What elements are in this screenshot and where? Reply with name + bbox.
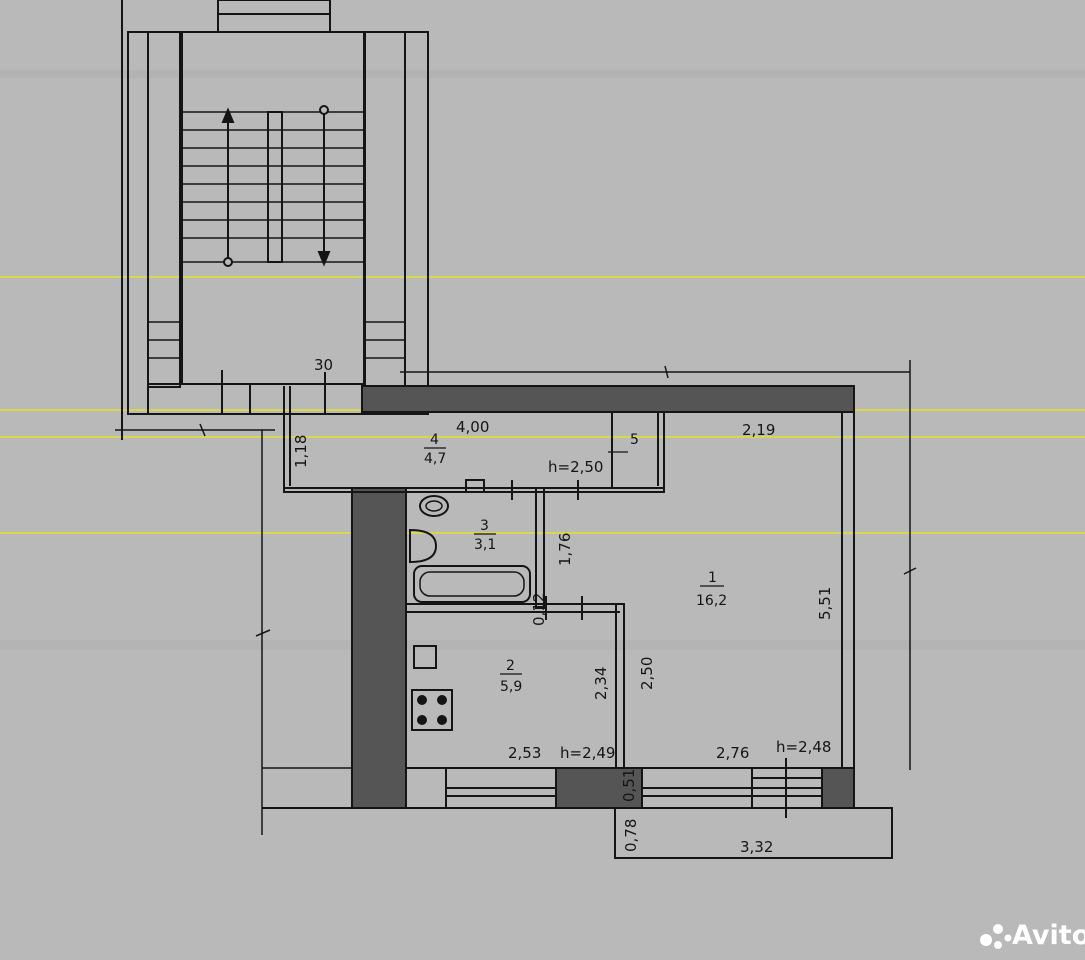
bathroom-fixtures [409, 479, 531, 603]
kitchen-fixtures [411, 645, 453, 731]
dim-hall-length: 4,00 [456, 418, 489, 436]
scan-guide-lines [0, 276, 1085, 534]
room-1-number: 1 [708, 570, 717, 586]
dim-kitchen-width: 2,53 [508, 744, 541, 762]
room-4-area: 4,7 [424, 451, 446, 467]
stair-label: 30 [314, 356, 333, 374]
dim-kitchen-depth: 2,50 [638, 657, 656, 690]
exterior-walls [351, 385, 855, 809]
stairwell [121, 0, 429, 440]
dim-top-right: 2,19 [742, 421, 775, 439]
room-4-number: 4 [430, 432, 439, 448]
room-3-number: 3 [480, 518, 489, 534]
room-2-number: 2 [506, 658, 515, 674]
watermark-text: Avito [1012, 920, 1085, 951]
dim-hall-width: 1,18 [292, 435, 310, 468]
room-2-area: 5,9 [500, 679, 522, 695]
dim-kitchen-height: h=2,49 [560, 744, 615, 762]
dim-living-depth: 5,51 [816, 587, 834, 620]
room-3-area: 3,1 [474, 537, 496, 553]
dim-wall: 0,51 [620, 769, 638, 802]
room-1-area: 16,2 [696, 593, 727, 609]
dim-hall-height: h=2,50 [548, 458, 603, 476]
dim-living-width: 2,76 [716, 744, 749, 762]
dim-bath-length: 1,76 [556, 533, 574, 566]
dim-bath-gap: 0,12 [530, 593, 548, 626]
interior-walls [262, 386, 893, 859]
room-5-number: 5 [630, 432, 639, 448]
room-labels [424, 447, 724, 675]
avito-watermark: Avito [980, 920, 1085, 951]
dim-kitchen-depth-inner: 2,34 [592, 667, 610, 700]
dim-balcony-depth: 0,78 [622, 819, 640, 852]
dim-living-height: h=2,48 [776, 738, 831, 756]
dim-balcony-width: 3,32 [740, 838, 773, 856]
